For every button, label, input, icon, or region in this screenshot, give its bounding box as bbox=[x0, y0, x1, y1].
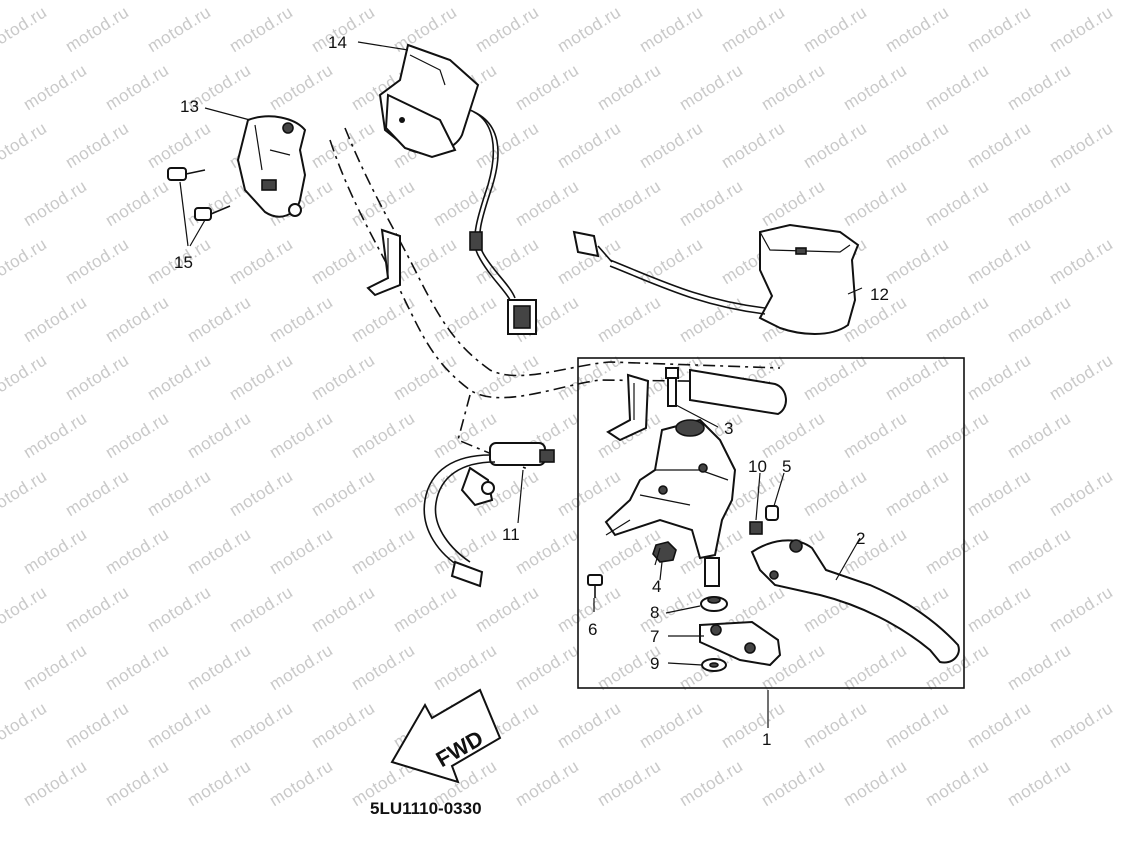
lever-holder bbox=[604, 418, 737, 587]
assembly-frame bbox=[577, 357, 965, 689]
switch-housing-14 bbox=[378, 43, 537, 335]
callout-14: 14 bbox=[328, 33, 347, 52]
screws-15 bbox=[167, 167, 231, 221]
callout-3: 3 bbox=[724, 419, 733, 438]
bolt-3 bbox=[665, 367, 679, 407]
callout-7: 7 bbox=[650, 627, 659, 646]
callouts: 14 13 15 12 3 10 5 2 11 4 8 6 7 9 1 bbox=[174, 33, 889, 749]
leader-lines bbox=[179, 41, 863, 728]
brake-switch-11 bbox=[423, 442, 555, 588]
upper-housing-13 bbox=[236, 115, 307, 218]
callout-11: 11 bbox=[502, 525, 520, 544]
callout-4: 4 bbox=[652, 577, 661, 596]
switch-housing-12 bbox=[572, 223, 860, 335]
callout-12: 12 bbox=[870, 285, 889, 304]
pin-5 bbox=[765, 505, 779, 521]
callout-13: 13 bbox=[180, 97, 199, 116]
washer-9 bbox=[701, 658, 727, 672]
callout-15: 15 bbox=[174, 253, 193, 272]
plate-7 bbox=[699, 620, 782, 667]
clamp-bracket-right bbox=[606, 373, 650, 442]
fwd-arrow: FWD bbox=[390, 688, 502, 784]
lever-2 bbox=[750, 539, 960, 664]
diagram-code: 5LU1110-0330 bbox=[370, 799, 482, 818]
bushing-8 bbox=[700, 596, 728, 612]
grip-end bbox=[689, 368, 787, 416]
clamp-bracket-left bbox=[366, 228, 401, 297]
callout-1: 1 bbox=[762, 730, 771, 749]
handlebar-outline bbox=[329, 127, 781, 471]
callout-2: 2 bbox=[856, 529, 865, 548]
spring-10 bbox=[749, 521, 763, 535]
callout-5: 5 bbox=[782, 457, 791, 476]
screw-6 bbox=[587, 574, 603, 598]
callout-6: 6 bbox=[588, 620, 597, 639]
nut-4 bbox=[652, 541, 677, 563]
callout-8: 8 bbox=[650, 603, 659, 622]
callout-10: 10 bbox=[748, 457, 767, 476]
callout-9: 9 bbox=[650, 654, 659, 673]
